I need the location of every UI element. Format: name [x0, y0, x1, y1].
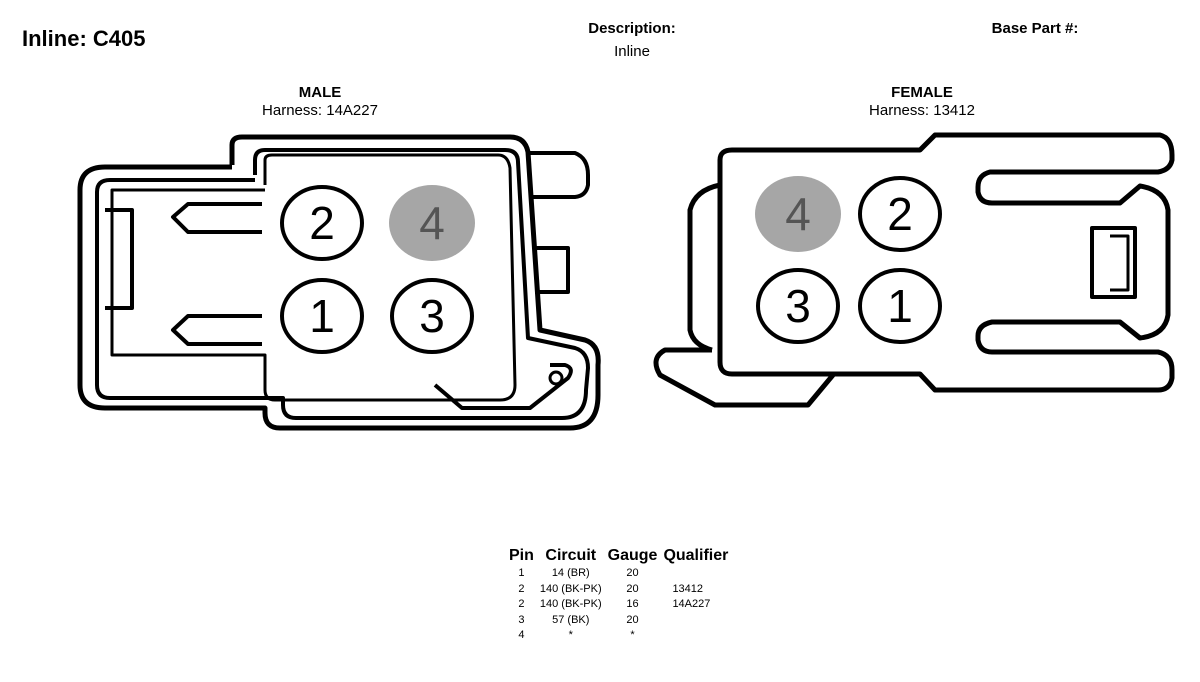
col-pin: Pin: [509, 547, 534, 564]
cell-pin: 2: [518, 598, 525, 610]
male-pin-1-label: 1: [309, 290, 335, 342]
cell-qualifier: 14A227: [672, 598, 711, 610]
table-header-row: Pin Circuit Gauge Qualifier: [506, 546, 731, 566]
female-title: FEMALE: [891, 84, 953, 101]
cell-circuit: 57 (BK): [552, 613, 590, 626]
table-row: 1 14 (BR) 20: [506, 566, 731, 582]
cell-gauge: 20: [626, 567, 639, 579]
male-pin-4-label: 4: [419, 197, 445, 249]
male-pin-1-cavity: [280, 278, 364, 354]
male-title: MALE: [298, 84, 342, 101]
description-value: Inline: [614, 43, 650, 60]
female-harness: Harness: 13412: [869, 102, 975, 119]
male-connector: [77, 134, 601, 431]
cell-gauge: 20: [626, 613, 639, 626]
cell-pin: 3: [518, 613, 525, 626]
cell-qualifier: [660, 566, 731, 582]
table-row: 3 57 (BK) 20: [506, 613, 731, 629]
cell-gauge: 20: [626, 582, 639, 595]
female-pin-3-label: 3: [785, 280, 811, 332]
male-harness: Harness: 14A227: [262, 102, 378, 119]
female-pin-2-cavity: [858, 176, 942, 252]
female-pin-1-label: 1: [887, 280, 913, 332]
female-pin-2-label: 2: [887, 188, 913, 240]
table-row: 4 * *: [506, 628, 731, 644]
male-pin-3-label: 3: [419, 290, 445, 342]
male-pin-3-cavity: [390, 278, 474, 354]
col-qualifier: Qualifier: [663, 547, 729, 564]
male-pin-2-label: 2: [309, 197, 335, 249]
pinout-table: Pin Circuit Gauge Qualifier 1 14 (BR) 20…: [506, 546, 731, 644]
cell-qualifier: [660, 628, 731, 644]
cell-gauge: 16: [626, 598, 639, 610]
col-circuit: Circuit: [545, 547, 597, 564]
cell-gauge: *: [630, 629, 635, 641]
description-label: Description:: [588, 20, 676, 37]
base-part-label: Base Part #:: [991, 20, 1079, 37]
cell-pin: 1: [518, 567, 525, 579]
cell-qualifier: 13412: [672, 582, 704, 595]
female-pin-1-cavity: [858, 268, 942, 344]
cell-qualifier: [660, 613, 731, 629]
female-pin-group: 4 2 3 1: [755, 176, 942, 344]
female-pin-3-cavity: [756, 268, 840, 344]
male-pin-group: 2 4 1 3: [280, 185, 475, 354]
cell-circuit: 140 (BK-PK): [539, 598, 602, 610]
female-pin-4-cavity: [755, 176, 841, 252]
cell-circuit: 14 (BR): [551, 567, 590, 579]
cell-circuit: 140 (BK-PK): [539, 582, 602, 595]
cell-circuit: *: [568, 629, 573, 641]
male-pin-2-cavity: [280, 185, 364, 261]
cell-pin: 4: [518, 629, 525, 641]
col-gauge: Gauge: [607, 547, 658, 564]
table-row: 2 140 (BK-PK) 16 14A227: [506, 597, 731, 613]
female-pin-4-label: 4: [785, 188, 811, 240]
table-row: 2 140 (BK-PK) 20 13412: [506, 582, 731, 598]
male-pin-4-cavity: [389, 185, 475, 261]
cell-pin: 2: [518, 582, 525, 595]
female-connector: [653, 132, 1175, 408]
page-title: Inline: C405: [22, 26, 146, 51]
